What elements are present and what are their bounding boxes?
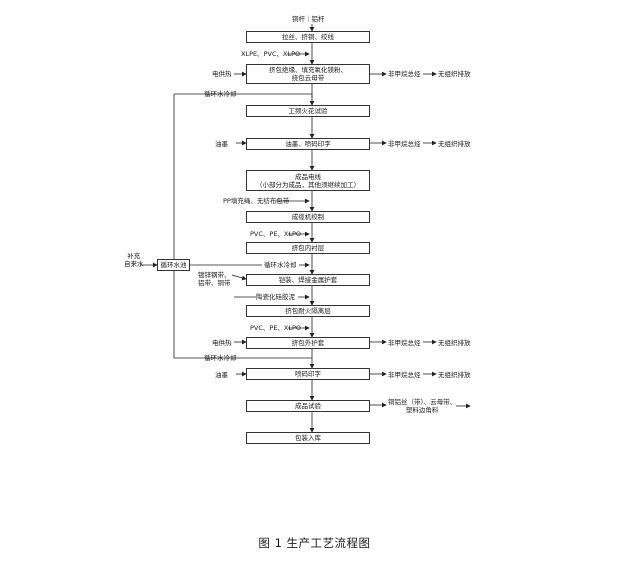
connector-line [231, 274, 247, 281]
input-pvc-pe-xlpo-1: PVC、PE、XLPO [250, 230, 302, 238]
input-armor-materials: 镀锌钢带、 铝带、铜带 [198, 271, 231, 287]
output-unorganized-4: 无组织排放 [438, 371, 471, 379]
output-nmhc-3: 非甲烷总烃 [388, 339, 421, 347]
step-spark-test: 工频火花试验 [246, 105, 370, 117]
output-nmhc-4: 非甲烷总烃 [388, 371, 421, 379]
step-cabling: 成缆机绞制 [246, 211, 370, 223]
input-tap-water-makeup: 补充 自来水 [124, 252, 144, 268]
input-water-cooling-1: 循环水冷却 [204, 90, 237, 98]
output-unorganized-1: 无组织排放 [438, 70, 471, 78]
step-fire-barrier: 挤包耐火隔离层 [246, 305, 370, 317]
output-nmhc-1: 非甲烷总烃 [388, 70, 421, 78]
figure-caption: 图 1 生产工艺流程图 [258, 536, 371, 550]
input-pp-rope: PP填充绳、无纺布包带 [223, 197, 290, 205]
input-copper-aluminum-rod: 铜杆｜铝杆 [292, 15, 325, 23]
output-scrap-materials: 铜铝丝（带）、云母带、 塑料边角料 [388, 398, 457, 414]
output-nmhc-2: 非甲烷总烃 [388, 140, 421, 148]
step-outer-sheath: 挤包外护套 [246, 337, 370, 349]
step-insulation-extrusion: 挤包绝缘、填充氧化镁粉、 绕包云母带 [246, 64, 370, 84]
step-ink-printing: 油墨、喷码印字 [246, 138, 370, 150]
input-power-heating-1: 电供热 [212, 70, 232, 78]
input-ink-2: 油墨 [215, 371, 228, 379]
step-final-test: 成品试验 [246, 400, 370, 412]
step-finished-wire: 成品电线 （小部分为成品，其他须继续加工） [246, 170, 370, 191]
output-unorganized-3: 无组织排放 [438, 339, 471, 347]
input-ceramic-silicone: 陶瓷化硅胶泥 [256, 293, 295, 301]
step-packing: 包装入库 [246, 432, 370, 444]
step-armoring: 铠装、焊接金属护套 [246, 274, 370, 286]
input-ink-1: 油墨 [215, 140, 228, 148]
step-wire-drawing: 拉丝、挤铜、绞线 [246, 31, 370, 43]
step-inner-lining: 挤包内衬层 [246, 242, 370, 254]
input-water-cooling-2: 循环水冷却 [264, 261, 297, 269]
input-pvc-pe-xlpo-2: PVC、PE、XLPO [250, 324, 302, 332]
output-unorganized-2: 无组织排放 [438, 140, 471, 148]
step-jet-printing: 喷码印字 [246, 368, 370, 380]
input-water-cooling-3: 循环水冷却 [204, 354, 237, 362]
input-power-heating-2: 电供热 [212, 339, 232, 347]
input-xlpe-pvc-xlpo: XLPE、PVC、XLPO [241, 50, 301, 58]
circulating-water-tank: 循环水池 [157, 259, 190, 271]
